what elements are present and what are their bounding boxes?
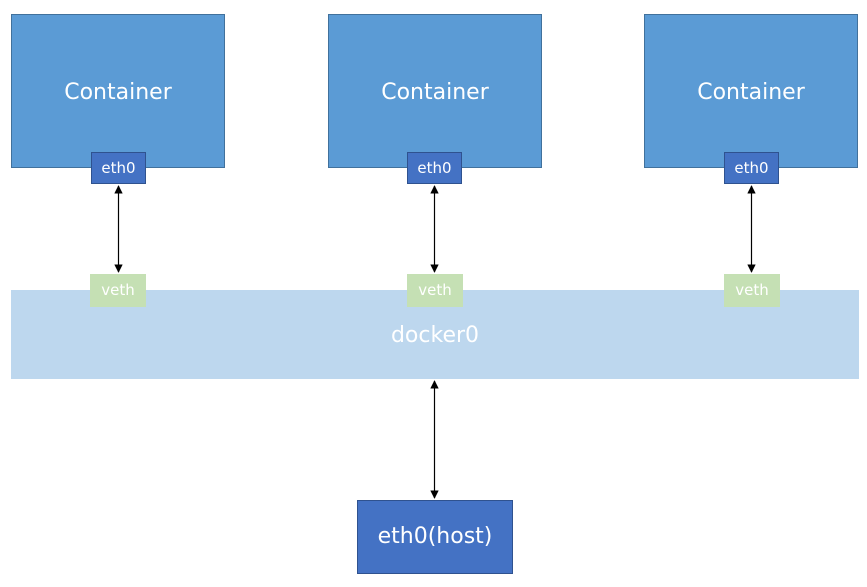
container-2-eth0: eth0 xyxy=(407,152,462,184)
container-2: Container xyxy=(328,14,542,168)
container-label: Container xyxy=(381,80,489,105)
container-2-veth: veth xyxy=(407,274,463,307)
container-label: Container xyxy=(64,80,172,105)
container-1: Container xyxy=(11,14,225,168)
container-3-veth: veth xyxy=(724,274,780,307)
container-3: Container xyxy=(644,14,858,168)
bridge-label: docker0 xyxy=(390,323,480,348)
container-1-veth: veth xyxy=(90,274,146,307)
host-eth0: eth0(host) xyxy=(357,500,513,574)
container-3-eth0: eth0 xyxy=(724,152,779,184)
container-label: Container xyxy=(697,80,805,105)
container-1-eth0: eth0 xyxy=(91,152,146,184)
